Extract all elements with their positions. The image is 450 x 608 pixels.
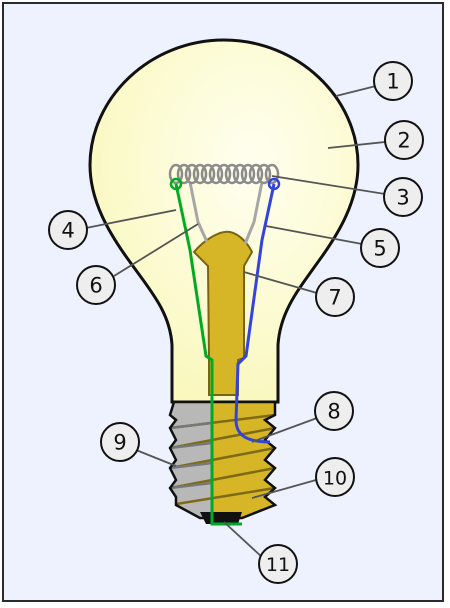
svg-text:6: 6	[89, 274, 102, 298]
svg-text:9: 9	[113, 431, 126, 455]
lead-wire-loop	[267, 177, 281, 191]
callout-3: 3	[383, 177, 423, 217]
callout-9: 9	[100, 422, 140, 462]
callout-4: 4	[48, 210, 88, 250]
svg-text:1: 1	[386, 70, 399, 94]
filament-coil	[168, 163, 280, 185]
contact-wire-loop	[169, 177, 183, 191]
svg-text:3: 3	[396, 186, 409, 210]
svg-text:7: 7	[328, 286, 341, 310]
svg-text:5: 5	[373, 237, 386, 261]
callout-5: 5	[360, 228, 400, 268]
base-contact	[200, 512, 242, 524]
contact-wire	[174, 183, 242, 526]
support-wire-right	[243, 181, 264, 245]
callout-2: 2	[384, 120, 424, 160]
svg-text:2: 2	[397, 129, 410, 153]
svg-text:4: 4	[61, 219, 74, 243]
support-wire-left	[188, 181, 209, 243]
svg-text:10: 10	[323, 468, 347, 490]
glass-bulb	[88, 38, 360, 404]
callout-6: 6	[76, 265, 116, 305]
lead-wire	[234, 183, 276, 444]
leader-lines	[85, 85, 386, 559]
callout-1: 1	[373, 61, 413, 101]
svg-text:11: 11	[266, 554, 290, 576]
callout-7: 7	[315, 277, 355, 317]
callout-10: 10	[315, 457, 355, 497]
screw-base-outline	[168, 400, 278, 520]
svg-text:8: 8	[327, 400, 340, 424]
callout-8: 8	[314, 391, 354, 431]
callout-11: 11	[258, 544, 298, 584]
